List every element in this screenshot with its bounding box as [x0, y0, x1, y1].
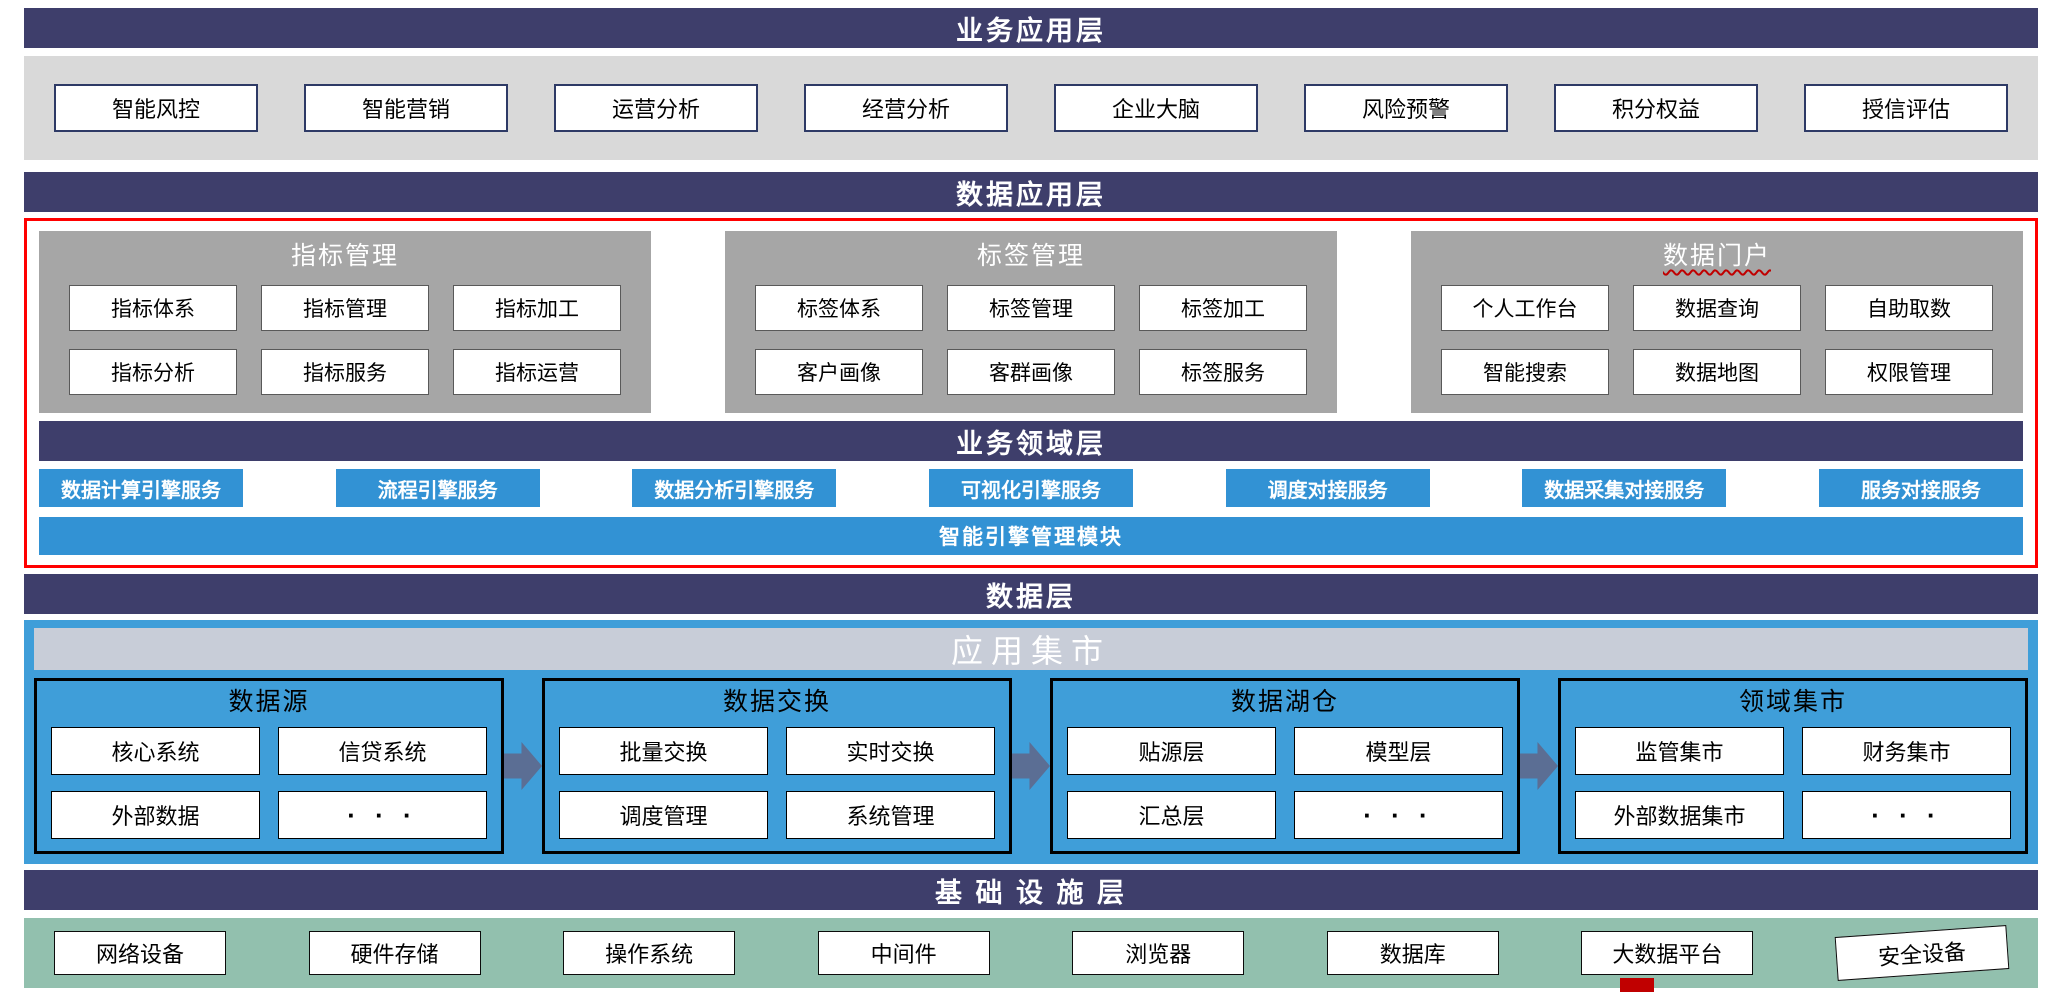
business-app-band: 智能风控 智能营销 运营分析 经营分析 企业大脑 风险预警 积分权益 授信评估 [24, 56, 2038, 160]
infra-box: 硬件存储 [308, 931, 481, 975]
flow-arrow-icon [1012, 742, 1050, 790]
application-mart-bar: 应用集市 [34, 628, 2028, 670]
data-box: 信贷系统 [278, 727, 487, 775]
data-box: 财务集市 [1802, 727, 2011, 775]
engine-services-row: 数据计算引擎服务 流程引擎服务 数据分析引擎服务 可视化引擎服务 调度对接服务 … [39, 469, 2023, 507]
panel-box: 客群画像 [947, 349, 1115, 395]
infra-box: 大数据平台 [1581, 931, 1754, 975]
panel-box: 自助取数 [1825, 285, 1993, 331]
panel-title: 数据湖仓 [1230, 689, 1339, 716]
service-button: 流程引擎服务 [335, 469, 540, 507]
infra-box: 操作系统 [563, 931, 736, 975]
app-box: 运营分析 [554, 84, 758, 132]
business-domain-layer-header: 业务领域层 [39, 421, 2023, 461]
service-button: 数据分析引擎服务 [632, 469, 837, 507]
panel-box: 数据查询 [1633, 285, 1801, 331]
panel-box: 指标加工 [453, 285, 621, 331]
panel-data-lakehouse: 数据湖仓 贴源层 模型层 汇总层 · · · [1050, 678, 1520, 854]
data-app-layer-header: 数据应用层 [24, 172, 2038, 212]
panel-box: 指标服务 [261, 349, 429, 395]
data-box: 贴源层 [1067, 727, 1276, 775]
panel-box: 客户画像 [755, 349, 923, 395]
panel-title: 数据门户 [1662, 243, 1771, 270]
panel-box: 权限管理 [1825, 349, 1993, 395]
app-box: 风险预警 [1304, 84, 1508, 132]
service-button: 可视化引擎服务 [928, 469, 1133, 507]
app-box: 企业大脑 [1054, 84, 1258, 132]
data-box: 汇总层 [1067, 791, 1276, 839]
red-highlight-frame: 指标管理 指标体系 指标管理 指标加工 指标分析 指标服务 指标运营 标签管理 … [24, 218, 2038, 568]
panel-box: 标签管理 [947, 285, 1115, 331]
data-flow-panels: 数据源 核心系统 信贷系统 外部数据 · · · 数据交换 批量交换 实时交换 … [34, 678, 2028, 854]
business-app-layer-header: 业务应用层 [24, 8, 2038, 48]
panel-box: 标签服务 [1139, 349, 1307, 395]
panel-box: 指标分析 [69, 349, 237, 395]
ellipsis-box: · · · [1802, 791, 2011, 839]
panel-data-exchange: 数据交换 批量交换 实时交换 调度管理 系统管理 [542, 678, 1012, 854]
data-box: 模型层 [1294, 727, 1503, 775]
panel-title: 指标管理 [290, 243, 399, 270]
panel-box: 个人工作台 [1441, 285, 1609, 331]
service-button: 服务对接服务 [1818, 469, 2023, 507]
red-marker [1620, 978, 1654, 992]
service-button: 数据计算引擎服务 [39, 469, 243, 507]
panel-tag-management: 标签管理 标签体系 标签管理 标签加工 客户画像 客群画像 标签服务 [725, 231, 1337, 413]
infra-box: 中间件 [817, 931, 990, 975]
data-box: 实时交换 [786, 727, 995, 775]
panel-indicator-management: 指标管理 指标体系 指标管理 指标加工 指标分析 指标服务 指标运营 [39, 231, 651, 413]
panel-title: 数据交换 [722, 689, 831, 716]
app-box: 智能风控 [54, 84, 258, 132]
app-box: 授信评估 [1804, 84, 2008, 132]
panel-box: 标签体系 [755, 285, 923, 331]
data-layer-header: 数据层 [24, 574, 2038, 614]
infra-box: 网络设备 [54, 931, 226, 975]
panel-domain-mart: 领域集市 监管集市 财务集市 外部数据集市 · · · [1558, 678, 2028, 854]
data-box: 外部数据集市 [1575, 791, 1784, 839]
ellipsis-box: · · · [278, 791, 487, 839]
data-app-panels: 指标管理 指标体系 指标管理 指标加工 指标分析 指标服务 指标运营 标签管理 … [39, 231, 2023, 413]
panel-box: 标签加工 [1139, 285, 1307, 331]
ellipsis-box: · · · [1294, 791, 1503, 839]
panel-box: 指标运营 [453, 349, 621, 395]
infra-box: 数据库 [1326, 931, 1499, 975]
service-button: 数据采集对接服务 [1522, 469, 1727, 507]
panel-box: 指标管理 [261, 285, 429, 331]
infrastructure-band: 网络设备 硬件存储 操作系统 中间件 浏览器 数据库 大数据平台 安全设备 [24, 918, 2038, 988]
service-button: 调度对接服务 [1225, 469, 1430, 507]
data-box: 调度管理 [559, 791, 768, 839]
infra-box: 安全设备 [1834, 925, 2010, 981]
data-box: 批量交换 [559, 727, 768, 775]
flow-arrow-icon [1520, 742, 1558, 790]
infrastructure-layer-header: 基 础 设 施 层 [24, 870, 2038, 910]
panel-title: 领域集市 [1738, 689, 1847, 716]
data-box: 核心系统 [51, 727, 260, 775]
panel-box: 指标体系 [69, 285, 237, 331]
app-box: 智能营销 [304, 84, 508, 132]
data-layer-region: 应用集市 数据源 核心系统 信贷系统 外部数据 · · · 数据交换 批量交换 … [24, 620, 2038, 864]
engine-management-bar: 智能引擎管理模块 [39, 517, 2023, 555]
panel-box: 智能搜索 [1441, 349, 1609, 395]
panel-data-source: 数据源 核心系统 信贷系统 外部数据 · · · [34, 678, 504, 854]
panel-box: 数据地图 [1633, 349, 1801, 395]
panel-title: 数据源 [228, 689, 310, 716]
app-box: 经营分析 [804, 84, 1008, 132]
infra-box: 浏览器 [1072, 931, 1245, 975]
panel-data-portal: 数据门户 个人工作台 数据查询 自助取数 智能搜索 数据地图 权限管理 [1411, 231, 2023, 413]
data-box: 监管集市 [1575, 727, 1784, 775]
data-box: 系统管理 [786, 791, 995, 839]
panel-title: 标签管理 [976, 243, 1085, 270]
app-box: 积分权益 [1554, 84, 1758, 132]
data-box: 外部数据 [51, 791, 260, 839]
flow-arrow-icon [504, 742, 542, 790]
